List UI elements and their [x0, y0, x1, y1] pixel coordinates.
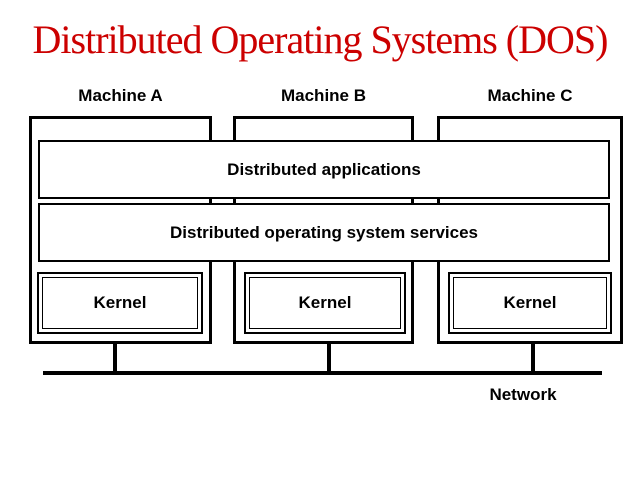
machine-a-kernel-inner-border: Kernel — [42, 277, 198, 329]
machine-b-label: Machine B — [280, 86, 367, 105]
page-title: Distributed Operating Systems (DOS) — [32, 17, 609, 62]
machine-c-kernel-box: Kernel — [448, 272, 612, 334]
machine-a-kernel-label: Kernel — [93, 293, 147, 312]
network-label: Network — [489, 385, 557, 404]
distributed-os-services-label: Distributed operating system services — [169, 222, 478, 242]
distributed-applications-label: Distributed applications — [227, 159, 421, 179]
distributed-os-services-layer: Distributed operating system services — [38, 203, 610, 262]
machine-a-kernel-box: Kernel — [37, 272, 203, 334]
machine-a-network-connector-line — [113, 344, 117, 373]
machine-c-kernel-inner-border: Kernel — [453, 277, 607, 329]
machine-c-network-connector-line — [531, 344, 535, 373]
machine-b-network-connector-line — [327, 344, 331, 373]
machine-b-kernel-label: Kernel — [298, 293, 352, 312]
machine-b-kernel-inner-border: Kernel — [249, 277, 401, 329]
machine-c-kernel-label: Kernel — [503, 293, 557, 312]
machine-c-label: Machine C — [487, 86, 573, 105]
machine-a-label: Machine A — [78, 86, 163, 105]
distributed-applications-layer: Distributed applications — [38, 140, 610, 199]
network-bus-line — [43, 371, 602, 375]
machine-b-kernel-box: Kernel — [244, 272, 406, 334]
